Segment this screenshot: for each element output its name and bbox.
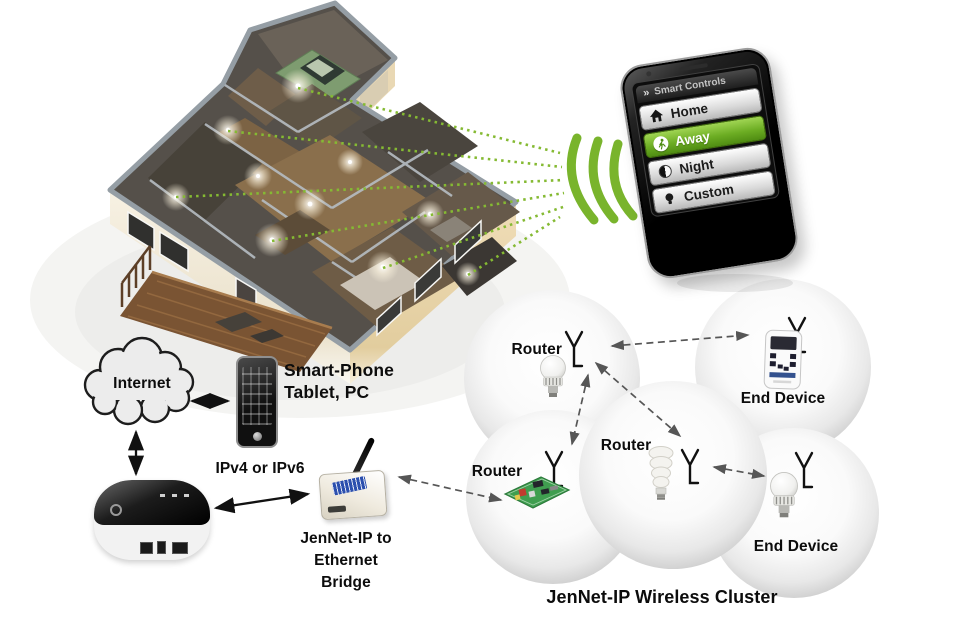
node-label-router-3: Router bbox=[600, 437, 652, 454]
menu-item-home[interactable]: Home bbox=[638, 87, 763, 132]
client-devices-line2: Tablet, PC bbox=[284, 382, 370, 402]
internet-cloud bbox=[83, 336, 195, 426]
menu-item-away[interactable]: Away bbox=[642, 114, 768, 159]
ip-protocol-label: IPv4 or IPv6 bbox=[215, 460, 305, 477]
menu-item-label: Home bbox=[669, 100, 710, 122]
smart-controls-screen: » Smart Controls Home Away Night bbox=[630, 62, 781, 218]
smart-controls-phone: » Smart Controls Home Away Night bbox=[617, 44, 801, 282]
remote-control bbox=[763, 329, 803, 390]
menu-item-label: Night bbox=[678, 156, 715, 177]
menu-item-custom[interactable]: Custom bbox=[651, 170, 776, 215]
antenna-icon bbox=[564, 330, 584, 368]
phone-shadow bbox=[677, 274, 793, 292]
gateway-logo bbox=[110, 504, 122, 516]
house-to-phone-links bbox=[175, 86, 567, 277]
wifi-signal-arcs bbox=[566, 133, 638, 225]
phone-camera bbox=[645, 70, 652, 77]
client-devices-label: Smart-Phone Tablet, PC bbox=[284, 359, 434, 403]
antenna-icon bbox=[680, 448, 700, 485]
smartphone-screen bbox=[242, 367, 272, 425]
bulb-icon bbox=[661, 191, 678, 208]
home-gateway-router bbox=[94, 480, 210, 560]
circuit-board bbox=[503, 476, 571, 509]
smartphone-trackball bbox=[253, 432, 262, 441]
bridge-label: JenNet-IP to Ethernet Bridge bbox=[286, 528, 406, 594]
cluster-caption: JenNet-IP Wireless Cluster bbox=[546, 587, 778, 607]
bridge-brand-label bbox=[331, 475, 368, 496]
bridge-label-line3: Bridge bbox=[321, 574, 371, 591]
cfl-bulb bbox=[648, 446, 674, 500]
gateway-bridge-arrow bbox=[213, 488, 311, 514]
bridge-body bbox=[318, 469, 388, 521]
node-label-end-device-2: End Device bbox=[753, 538, 839, 555]
fast-forward-icon: » bbox=[642, 86, 651, 100]
bridge-port bbox=[327, 505, 347, 513]
mesh-link-arrows bbox=[397, 330, 766, 503]
internet-label: Internet bbox=[113, 375, 171, 392]
menu-item-label: Custom bbox=[682, 181, 735, 205]
runner-icon bbox=[652, 135, 670, 153]
wired-link-arrows bbox=[127, 392, 311, 514]
jennet-ethernet-bridge bbox=[318, 436, 402, 521]
led-bulb bbox=[770, 472, 798, 518]
antenna-icon bbox=[794, 451, 814, 489]
bridge-label-line1: JenNet-IP to bbox=[300, 530, 392, 547]
node-label-end-device-1: End Device bbox=[740, 390, 826, 407]
led-bulb bbox=[540, 355, 566, 397]
moon-icon bbox=[657, 163, 674, 180]
client-smartphone bbox=[236, 356, 278, 448]
phone-speaker bbox=[679, 63, 708, 72]
node-label-router-1: Router bbox=[511, 341, 562, 358]
gateway-ports bbox=[140, 540, 192, 554]
gateway-top bbox=[94, 480, 210, 525]
gateway-status-leds bbox=[160, 494, 194, 497]
node-label-router-2: Router bbox=[471, 463, 523, 480]
client-devices-line1: Smart-Phone bbox=[284, 360, 395, 380]
deck bbox=[120, 245, 333, 372]
home-icon bbox=[648, 108, 665, 125]
bridge-label-line2: Ethernet bbox=[314, 552, 378, 569]
menu-item-label: Away bbox=[674, 128, 711, 149]
